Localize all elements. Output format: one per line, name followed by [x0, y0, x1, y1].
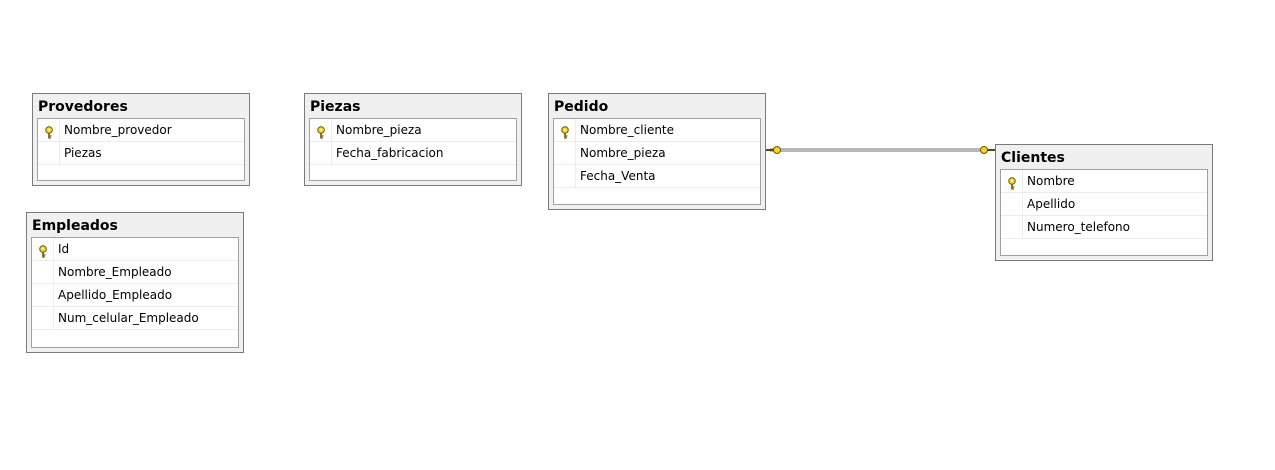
- column-name: Nombre_cliente: [580, 123, 675, 137]
- column-name: Fecha_Venta: [580, 169, 656, 183]
- relationship-key-icon-clientes: [980, 146, 995, 154]
- column-name: Apellido: [1027, 197, 1076, 211]
- column-name: Piezas: [64, 146, 102, 160]
- column-name: Fecha_fabricacion: [336, 146, 444, 160]
- row-selector[interactable]: [1001, 216, 1023, 238]
- row-selector[interactable]: [32, 261, 54, 283]
- column-name: Apellido_Empleado: [58, 288, 173, 302]
- column-row[interactable]: Num_celular_Empleado: [32, 307, 238, 330]
- row-selector[interactable]: [310, 119, 332, 141]
- table-title[interactable]: Empleados: [32, 218, 118, 234]
- column-row[interactable]: Nombre_pieza: [310, 119, 516, 142]
- relationship-pedido-clientes[interactable]: [766, 146, 995, 154]
- row-selector[interactable]: [310, 142, 332, 164]
- row-selector[interactable]: [32, 307, 54, 329]
- table-title[interactable]: Pedido: [554, 99, 609, 115]
- table-title[interactable]: Clientes: [1001, 150, 1065, 166]
- primary-key-icon: [316, 124, 326, 139]
- row-selector[interactable]: [554, 119, 576, 141]
- column-name: Num_celular_Empleado: [58, 311, 199, 325]
- column-row[interactable]: Id: [32, 238, 238, 261]
- table-title[interactable]: Piezas: [310, 99, 361, 115]
- column-name: Nombre_Empleado: [58, 265, 172, 279]
- column-name: Numero_telefono: [1027, 220, 1130, 234]
- column-name: Nombre_pieza: [336, 123, 422, 137]
- primary-key-icon: [560, 124, 570, 139]
- relationship-key-icon-pedido: [766, 146, 781, 154]
- column-row[interactable]: Nombre_pieza: [554, 142, 760, 165]
- column-name: Nombre_pieza: [580, 146, 666, 160]
- row-selector[interactable]: [1001, 170, 1023, 192]
- column-row[interactable]: Fecha_Venta: [554, 165, 760, 188]
- row-selector[interactable]: [1001, 193, 1023, 215]
- row-selector[interactable]: [554, 165, 576, 187]
- row-selector[interactable]: [32, 238, 54, 260]
- column-row[interactable]: Nombre: [1001, 170, 1207, 193]
- column-name: Nombre_provedor: [64, 123, 172, 137]
- column-row[interactable]: Apellido_Empleado: [32, 284, 238, 307]
- column-row[interactable]: Piezas: [38, 142, 244, 165]
- column-name: Id: [58, 242, 70, 256]
- row-selector[interactable]: [38, 142, 60, 164]
- table-title[interactable]: Provedores: [38, 99, 128, 115]
- column-row[interactable]: Nombre_Empleado: [32, 261, 238, 284]
- column-row[interactable]: Fecha_fabricacion: [310, 142, 516, 165]
- column-row[interactable]: Apellido: [1001, 193, 1207, 216]
- column-row[interactable]: Numero_telefono: [1001, 216, 1207, 239]
- row-selector[interactable]: [32, 284, 54, 306]
- column-row[interactable]: Nombre_provedor: [38, 119, 244, 142]
- row-selector[interactable]: [38, 119, 60, 141]
- primary-key-icon: [1007, 175, 1017, 190]
- column-row[interactable]: Nombre_cliente: [554, 119, 760, 142]
- primary-key-icon: [44, 124, 54, 139]
- primary-key-icon: [38, 243, 48, 258]
- column-name: Nombre: [1027, 174, 1075, 188]
- row-selector[interactable]: [554, 142, 576, 164]
